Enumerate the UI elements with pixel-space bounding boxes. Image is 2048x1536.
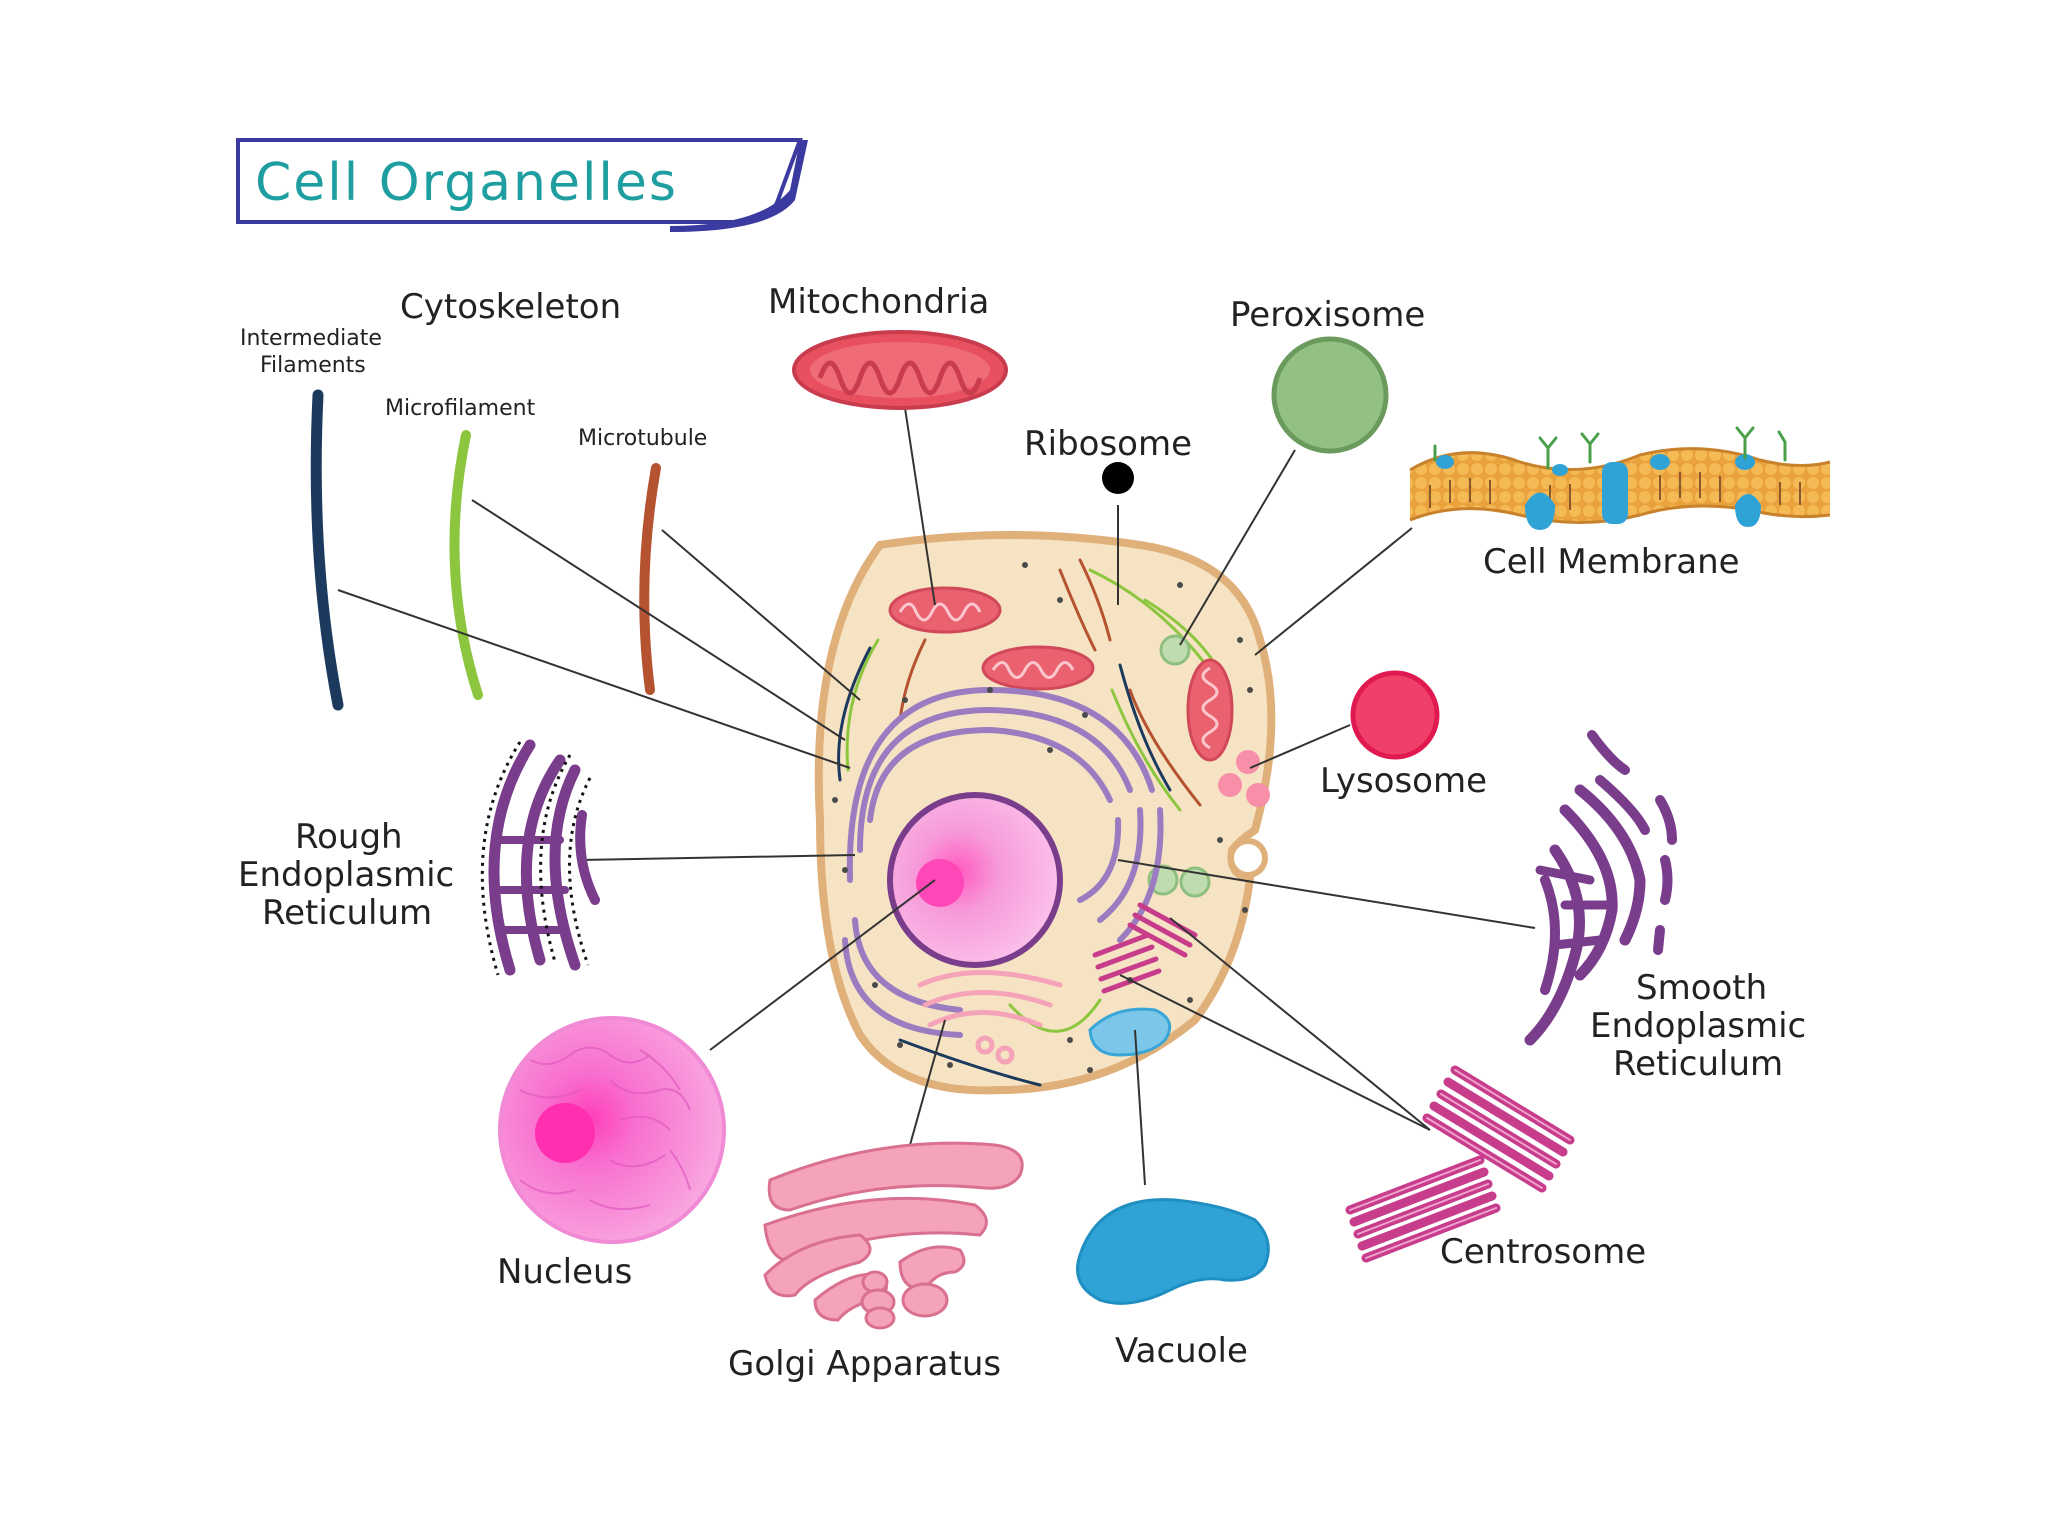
label-smooth-er: Reticulum — [1613, 1044, 1783, 1084]
centrosome-inner — [1092, 902, 1198, 994]
label-microtubule: Microtubule — [578, 426, 707, 451]
label-intermediate-filaments: Filaments — [260, 353, 366, 378]
label-cytoskeleton: Cytoskeleton — [400, 287, 621, 327]
cell-wall — [814, 531, 1276, 1095]
title-swoosh — [670, 140, 808, 232]
label-mitochondria: Mitochondria — [768, 282, 989, 322]
lysosome-illustration — [1350, 670, 1440, 760]
vacuole-illustration — [1076, 1198, 1270, 1305]
microfilament-icon — [449, 430, 483, 700]
nucleus-illustration — [498, 1016, 726, 1244]
label-rough-er: Reticulum — [262, 893, 432, 933]
ribosome-illustration — [1102, 462, 1134, 494]
label-peroxisome: Peroxisome — [1230, 295, 1425, 335]
ribosome-dots — [832, 562, 1253, 1073]
label-rough-er: Rough — [295, 817, 403, 857]
peroxisome-illustration — [1271, 336, 1389, 454]
lysosome-inner — [1236, 750, 1260, 774]
title-banner: Cell Organelles — [236, 138, 808, 232]
label-cell-membrane: Cell Membrane — [1483, 542, 1740, 582]
rough-er-illustration — [480, 739, 600, 976]
page-title: Cell Organelles — [255, 153, 678, 213]
label-vacuole: Vacuole — [1115, 1331, 1248, 1371]
centrosome-illustration — [1345, 1065, 1575, 1263]
peroxisome-inner — [1159, 634, 1191, 666]
label-intermediate-filaments: Intermediate — [240, 326, 382, 351]
golgi-inner — [917, 970, 1063, 1065]
cell-body — [814, 531, 1276, 1095]
cell-membrane-illustration — [1409, 426, 1831, 530]
mitochondrion-inner-1 — [888, 586, 1002, 634]
label-smooth-er: Smooth — [1636, 968, 1767, 1008]
mitochondria-illustration — [792, 330, 1008, 410]
rough-er-inner — [842, 686, 1164, 1038]
label-nucleus: Nucleus — [497, 1252, 632, 1292]
internal-filaments — [837, 558, 1232, 1087]
label-lysosome: Lysosome — [1320, 761, 1487, 801]
label-microfilament: Microfilament — [385, 396, 536, 421]
labels: Cytoskeleton Intermediate Filaments Micr… — [238, 282, 1806, 1384]
cell-wall-notch — [1228, 838, 1268, 878]
nucleus-inner — [887, 792, 1063, 968]
intermediate-filament-icon — [310, 389, 344, 711]
lysosome-inner — [1246, 783, 1270, 807]
microtubule-icon — [639, 463, 661, 695]
golgi-illustration — [763, 1141, 1024, 1330]
label-ribosome: Ribosome — [1024, 424, 1192, 464]
label-golgi-apparatus: Golgi Apparatus — [728, 1344, 1001, 1384]
cytoskeleton-group — [310, 389, 661, 711]
lysosome-inner — [1218, 773, 1242, 797]
leader-lines — [337, 407, 1536, 1186]
label-centrosome: Centrosome — [1440, 1232, 1646, 1272]
mitochondrion-inner-3 — [1186, 658, 1234, 762]
label-smooth-er: Endoplasmic — [1590, 1006, 1806, 1046]
peroxisome-inner — [1179, 866, 1211, 898]
mitochondrion-inner-2 — [981, 645, 1095, 691]
vacuole-inner — [1088, 1007, 1172, 1057]
smooth-er-illustration — [1524, 730, 1677, 1046]
label-rough-er: Endoplasmic — [238, 855, 454, 895]
